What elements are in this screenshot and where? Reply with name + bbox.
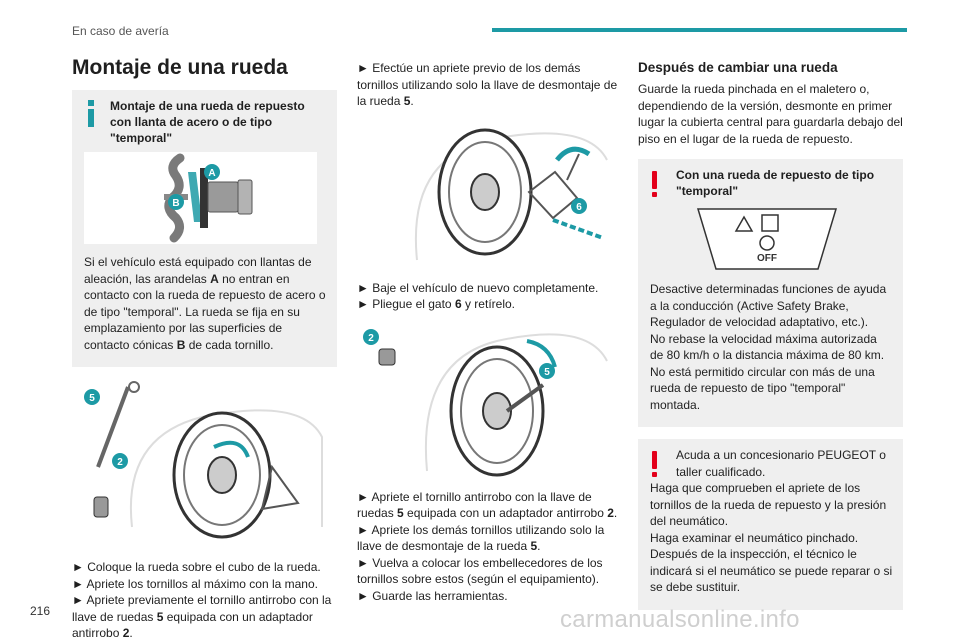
step-other-bolts: ► Apriete los demás tornillos utilizando… bbox=[357, 522, 622, 555]
label-2: 2 bbox=[117, 457, 123, 468]
step-text: ► Pliegue el gato bbox=[357, 297, 455, 311]
step-ref: 5 bbox=[397, 506, 404, 520]
step-fold-jack: ► Pliegue el gato 6 y retírelo. bbox=[357, 296, 622, 313]
warning-icon bbox=[652, 451, 658, 479]
info-icon bbox=[88, 100, 94, 128]
jack-lower-illustration: 6 bbox=[414, 128, 608, 260]
info-text-part: de cada tornillo. bbox=[185, 337, 274, 352]
step-text: . bbox=[613, 506, 618, 520]
label-5: 5 bbox=[89, 393, 95, 404]
dashboard-panel-illustration: OFF bbox=[696, 208, 838, 270]
label-6: 6 bbox=[576, 202, 582, 213]
figure-wheel-bolt: A B bbox=[84, 152, 317, 244]
header-accent-bar bbox=[492, 28, 907, 32]
warning-line: Desactive determinadas funciones de ayud… bbox=[650, 282, 887, 329]
info-box-steel-rim: Montaje de una rueda de repuesto con lla… bbox=[72, 90, 337, 367]
warning-line: No rebase la velocidad máxima autorizada… bbox=[650, 331, 885, 363]
wheel-bolt-illustration: A B bbox=[164, 153, 253, 243]
page-number: 216 bbox=[30, 604, 51, 618]
step-caps: ► Vuelva a colocar los embellecedores de… bbox=[357, 555, 603, 587]
info-text: Si el vehículo está equipado con llantas… bbox=[84, 254, 327, 353]
column-3: Después de cambiar una rueda Guarde la r… bbox=[638, 60, 903, 610]
warning-line: Después de la inspección, el técnico le … bbox=[650, 547, 893, 594]
step-line: ► Coloque la rueda sobre el cubo de la r… bbox=[72, 560, 321, 574]
section-header: En caso de avería bbox=[72, 24, 169, 38]
step-text: ► Apriete los demás tornillos utilizando… bbox=[357, 522, 605, 554]
step-text: equipada con un adaptador antirrobo bbox=[72, 609, 313, 640]
warning-box-temporary: Con una rueda de repuesto de tipo "tempo… bbox=[638, 159, 903, 427]
step-ref: 5 bbox=[530, 539, 538, 553]
col2-final-steps: ► Apriete el tornillo antirrobo con la l… bbox=[357, 489, 622, 605]
step-ref: 5 bbox=[403, 94, 411, 108]
label-a: A bbox=[208, 168, 215, 179]
figure-jack-lower: 6 bbox=[357, 119, 622, 270]
info-text-part: Si el vehículo está equipado con llantas… bbox=[84, 255, 312, 286]
warning-text-1: Desactive determinadas funciones de ayud… bbox=[650, 281, 893, 413]
step-line: ► Apriete los tornillos al máximo con la… bbox=[72, 576, 318, 591]
intro-text: Guarde la rueda pinchada en el maletero … bbox=[638, 82, 903, 146]
figure-antitheft-bolt: 2 5 bbox=[357, 320, 622, 481]
step-text: . bbox=[410, 94, 414, 108]
label-b: B bbox=[172, 198, 179, 209]
warning-icon bbox=[652, 171, 658, 199]
warning-text-2: Acuda a un concesionario PEUGEOT o talle… bbox=[650, 447, 893, 480]
label-2b: 2 bbox=[368, 333, 374, 344]
warning-heading: Con una rueda de repuesto de tipo "tempo… bbox=[676, 168, 875, 198]
panel-off-label: OFF bbox=[757, 253, 777, 264]
warning-line: No está permitido circular con más de un… bbox=[650, 364, 875, 412]
step-lower-vehicle: ► Baje el vehículo de nuevo completament… bbox=[357, 280, 599, 295]
step-text: ► Apriete el tornillo antirrobo con la l… bbox=[357, 489, 592, 521]
watermark: carmanualsonline.info bbox=[560, 606, 800, 633]
step-line: ► Apriete previamente el tornillo antirr… bbox=[72, 592, 337, 640]
column-1: Montaje de una rueda Montaje de una rued… bbox=[72, 56, 337, 640]
info-heading: Montaje de una rueda de repuesto con lla… bbox=[110, 99, 305, 145]
step-text: ► Apriete previamente el tornillo antirr… bbox=[72, 593, 332, 624]
step-ref: 2 bbox=[607, 506, 614, 520]
step-ref: 5 bbox=[156, 609, 164, 624]
info-text-bold: A bbox=[210, 271, 219, 286]
step-text: . bbox=[129, 626, 133, 640]
info-text-part: no entran en contacto con la rueda de re… bbox=[84, 271, 326, 352]
step-text: y retírelo. bbox=[461, 297, 515, 311]
page-title: Montaje de una rueda bbox=[72, 56, 288, 79]
step-ref: 6 bbox=[454, 297, 462, 311]
column-2: ► Efectúe un apriete previo de los demás… bbox=[357, 60, 622, 604]
warning-line: Acuda a un concesionario PEUGEOT o talle… bbox=[676, 448, 886, 479]
step-text: equipada con un adaptador antirrobo bbox=[403, 506, 608, 520]
step-pretighten: ► Efectúe un apriete previo de los demás… bbox=[357, 60, 622, 110]
step-text: ► Efectúe un apriete previo de los demás… bbox=[357, 61, 618, 108]
step-tools: ► Guarde las herramientas. bbox=[357, 588, 508, 603]
info-text-bold: B bbox=[176, 337, 186, 352]
col1-steps: ► Coloque la rueda sobre el cubo de la r… bbox=[72, 559, 337, 640]
label-5b: 5 bbox=[544, 367, 550, 378]
step-text: . bbox=[537, 539, 541, 553]
warning-box-dealer: Acuda a un concesionario PEUGEOT o talle… bbox=[638, 439, 903, 610]
antitheft-bolt-illustration: 2 5 bbox=[363, 328, 608, 476]
section-subtitle: Después de cambiar una rueda bbox=[638, 60, 838, 75]
warning-text-3: Haga que comprueben el apriete de los to… bbox=[650, 480, 893, 596]
figure-panel: OFF bbox=[650, 205, 883, 273]
warning-line: Haga examinar el neumático pinchado. bbox=[650, 530, 859, 545]
step-antitheft: ► Apriete el tornillo antirrobo con la l… bbox=[357, 489, 622, 522]
wheel-mount-illustration: 5 2 bbox=[84, 381, 323, 539]
warning-line: Haga que comprueben el apriete de los to… bbox=[650, 481, 887, 528]
step-ref: 2 bbox=[122, 626, 130, 640]
figure-wheel-mount: 5 2 bbox=[72, 377, 337, 545]
